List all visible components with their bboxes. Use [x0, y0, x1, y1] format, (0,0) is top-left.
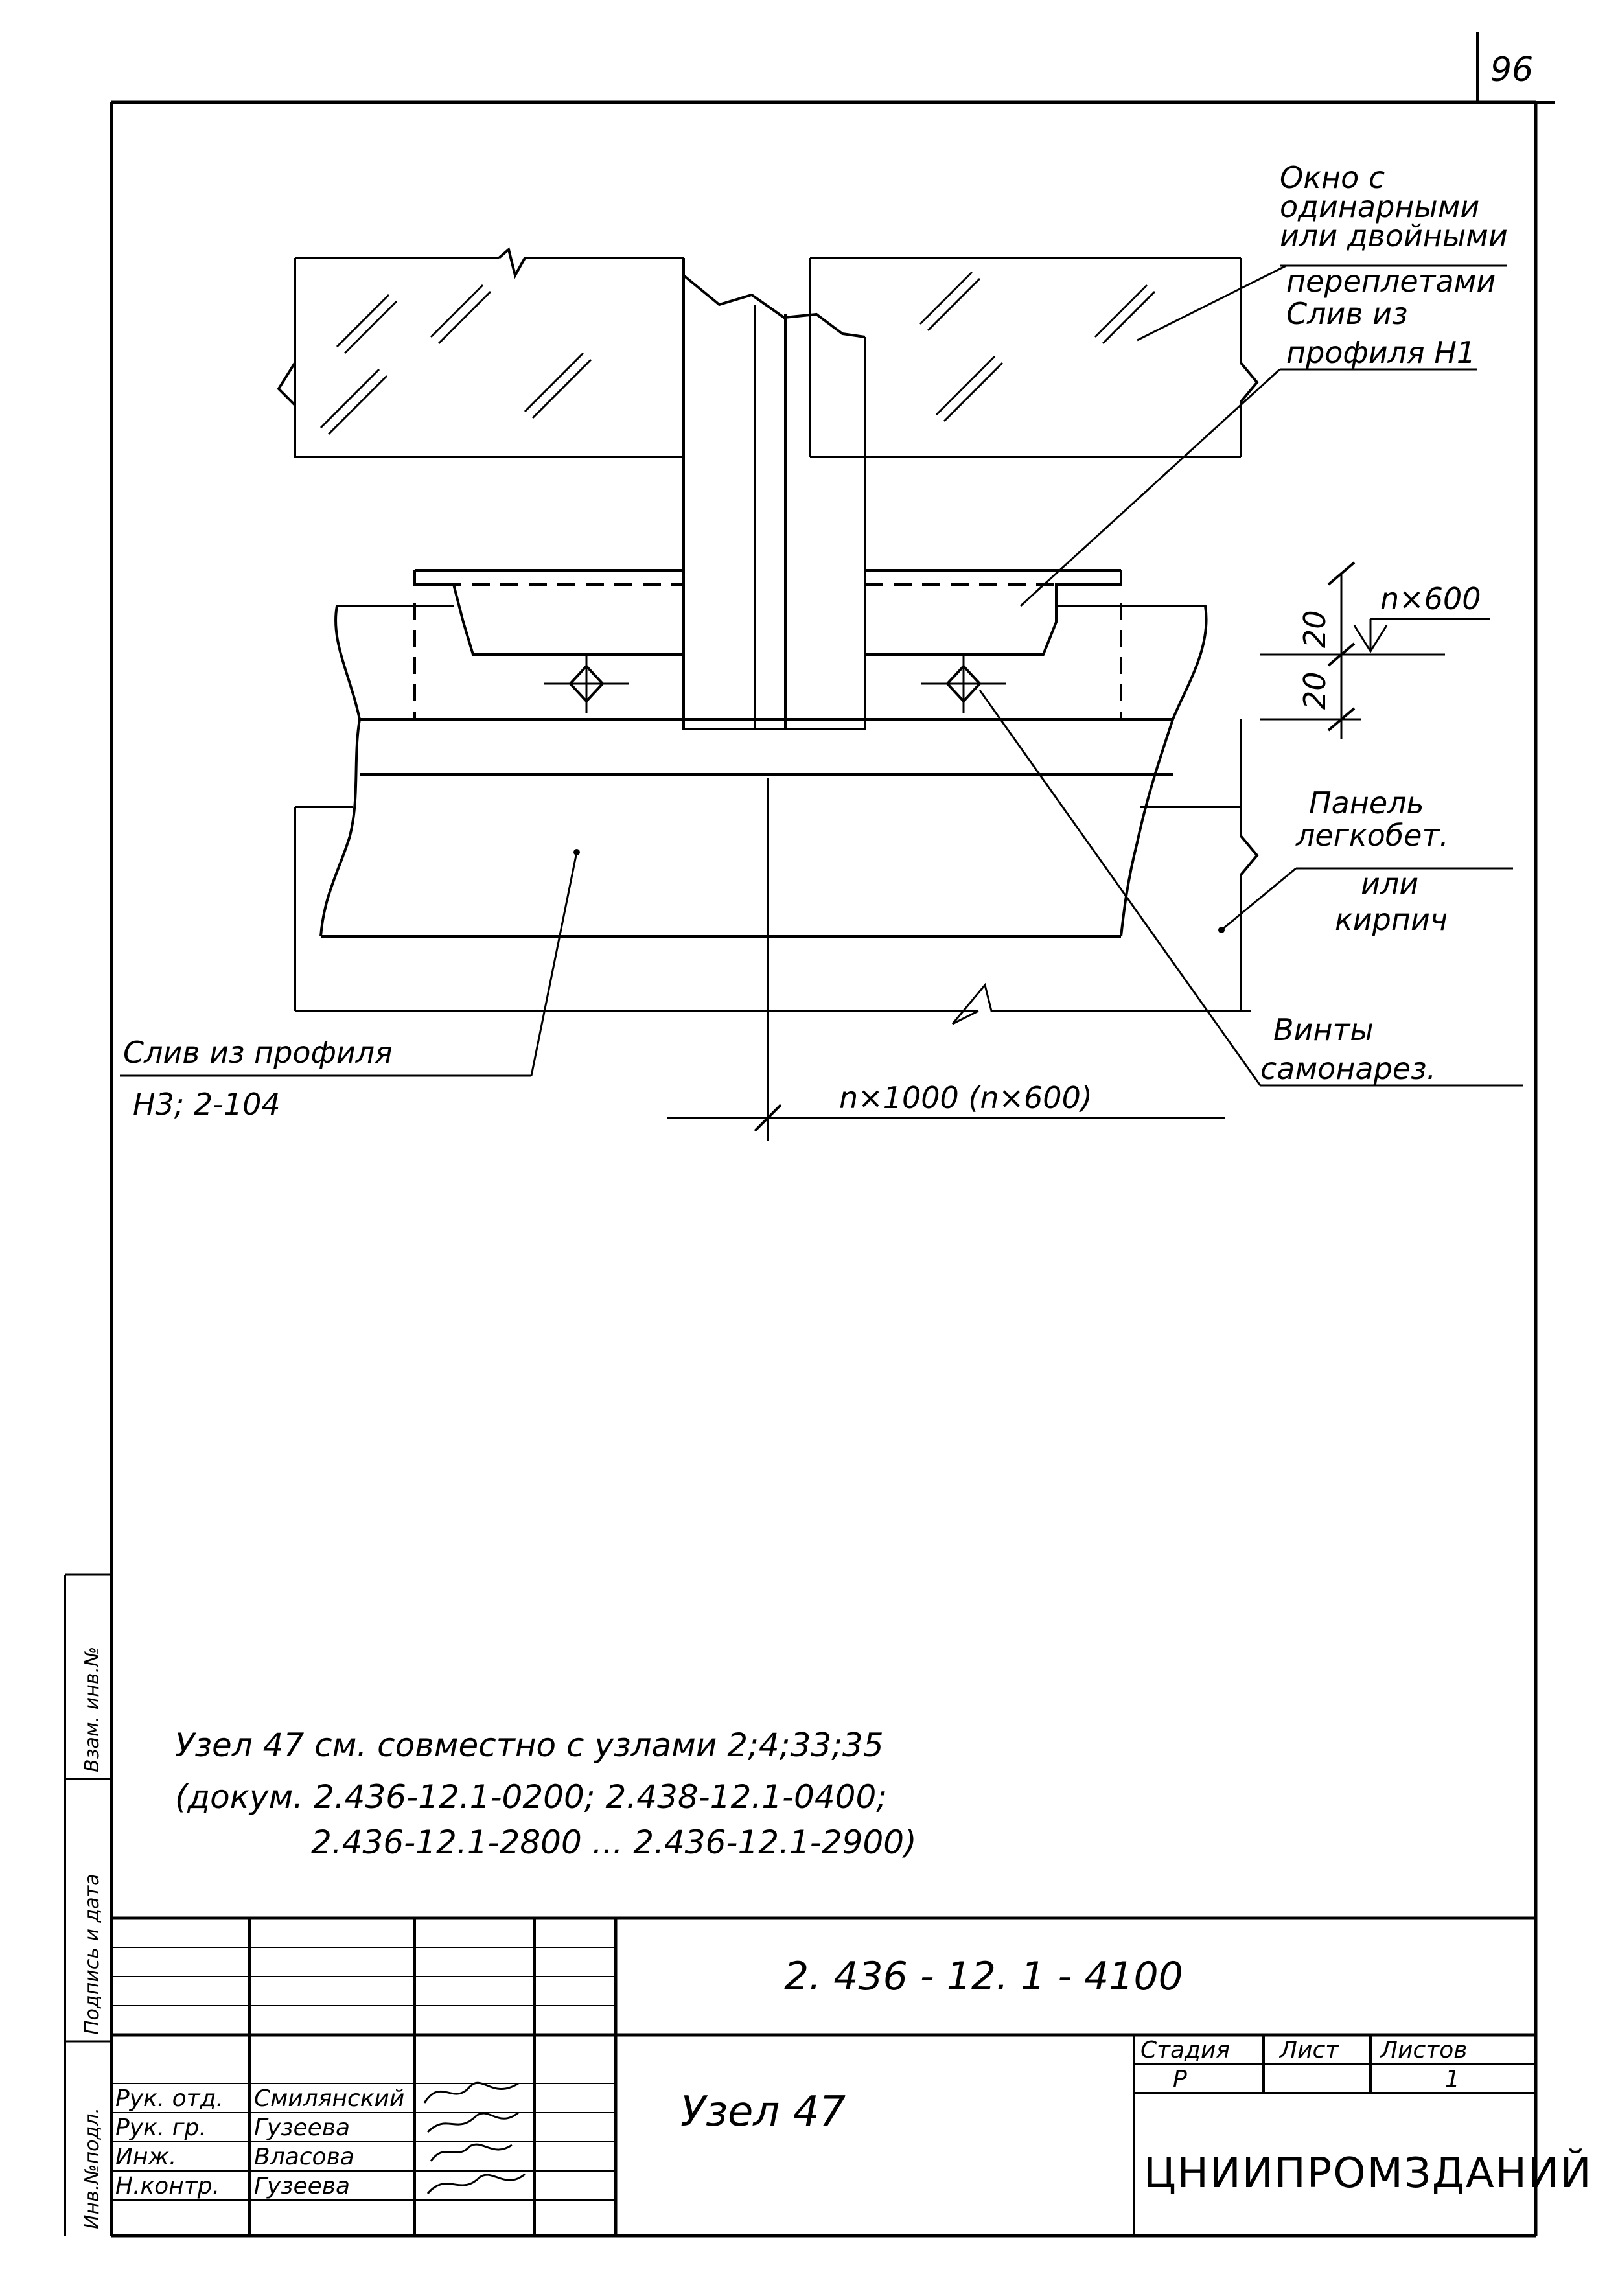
role-head-group: Рук. гр.: [115, 2115, 207, 2141]
name-engineer: Власова: [254, 2144, 354, 2170]
sheets-value: 1: [1445, 2066, 1460, 2093]
callout-window-l4: переплетами: [1286, 264, 1496, 299]
callout-drip-bottom-l1: Слив из профиля: [123, 1035, 393, 1070]
side-stamp-sign: Подпись и дата: [81, 1874, 104, 2035]
screw-left: [544, 655, 629, 713]
note: Узел 47 см. совместно с узлами 2;4;33;35…: [175, 1726, 917, 1861]
dim-v1-label: 20: [1297, 610, 1332, 648]
screw-right: [921, 655, 1006, 713]
callout-screws-l2: самонарез.: [1260, 1051, 1436, 1086]
sill-profile: [413, 569, 1122, 719]
detail-drawing: n×1000 (n×600) 20 20 n×600: [120, 160, 1523, 1141]
left-window-frame: [277, 247, 685, 458]
dim-step-label: n×600: [1380, 581, 1481, 616]
callout-panel: Панель легкобет. или кирпич: [1295, 785, 1449, 937]
note-line-3: 2.436-12.1-2800 ... 2.436-12.1-2900): [311, 1824, 917, 1861]
vertical-dimension: 20 20 n×600: [1260, 561, 1490, 739]
page-number: 96: [1490, 51, 1533, 89]
name-head-dept: Смилянский: [254, 2085, 404, 2112]
signatures: [423, 2081, 526, 2194]
note-line-1: Узел 47 см. совместно с узлами 2;4;33;35: [175, 1726, 884, 1764]
dim-v2-label: 20: [1297, 671, 1332, 710]
lower-drip: [294, 719, 1259, 1011]
side-stamp-inv: Инв.№подл.: [81, 2107, 104, 2229]
sheet-header: Лист: [1278, 2037, 1339, 2063]
note-line-2: (докум. 2.436-12.1-0200; 2.438-12.1-0400…: [175, 1778, 887, 1816]
callout-window-l2: одинарными: [1280, 189, 1479, 224]
sheet-frame: [110, 100, 1538, 2238]
callout-drip-top: Слив из профиля Н1: [1286, 296, 1475, 370]
mullion: [682, 274, 866, 730]
page-number-box: 96: [1476, 32, 1555, 104]
callout-window-l3: или двойными: [1280, 218, 1508, 253]
callout-drip-bottom-l2: Н3; 2-104: [133, 1087, 281, 1122]
side-stamp: Инв.№подл. Подпись и дата Взам. инв.№: [64, 1573, 111, 2236]
horizontal-dimension: n×1000 (n×600): [295, 778, 1251, 1141]
callout-panel-l3: или: [1361, 866, 1418, 901]
doc-code: 2. 436 - 12. 1 - 4100: [784, 1954, 1183, 1999]
stage-header: Стадия: [1140, 2037, 1230, 2063]
role-engineer: Инж.: [115, 2144, 176, 2170]
leader-lines: [120, 264, 1523, 1087]
drawing-title: Узел 47: [680, 2088, 846, 2136]
dim-horizontal-label: n×1000 (n×600): [839, 1080, 1093, 1115]
role-head-dept: Рук. отд.: [115, 2085, 224, 2112]
right-window-frame: [809, 257, 1259, 458]
callout-panel-l4: кирпич: [1335, 902, 1448, 937]
upper-drip: [334, 605, 1208, 721]
name-norm-control: Гузеева: [254, 2173, 350, 2199]
name-head-group: Гузеева: [254, 2115, 350, 2141]
callout-panel-l2: легкобет.: [1295, 818, 1449, 853]
callout-screws-l1: Винты: [1273, 1012, 1374, 1047]
role-norm-control: Н.контр.: [115, 2173, 220, 2199]
callout-drip-bottom: Слив из профиля Н3; 2-104: [123, 1035, 393, 1122]
callout-panel-l1: Панель: [1309, 785, 1424, 820]
callout-drip-top-l1: Слив из: [1286, 296, 1408, 331]
callout-window-l1: Окно с: [1280, 160, 1385, 195]
callout-screws: Винты самонарез.: [1260, 1012, 1436, 1086]
stage-value: Р: [1173, 2066, 1187, 2093]
title-block: 2. 436 - 12. 1 - 4100 Узел 47 Рук. отд. …: [111, 1916, 1593, 2236]
side-stamp-replace: Взам. инв.№: [81, 1647, 104, 1772]
callout-window: Окно с одинарными или двойными переплета…: [1280, 160, 1508, 299]
organization-name: ЦНИИПРОМЗДАНИЙ: [1144, 2148, 1593, 2197]
sheets-header: Листов: [1379, 2037, 1467, 2063]
callout-drip-top-l2: профиля Н1: [1286, 335, 1475, 370]
